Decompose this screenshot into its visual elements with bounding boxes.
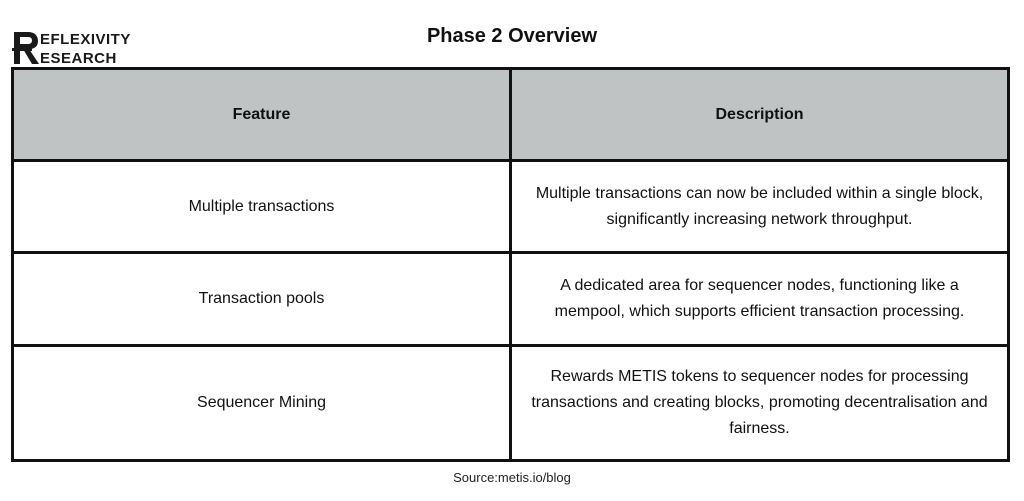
table-cell-description: Rewards METIS tokens to sequencer nodes … — [531, 368, 988, 437]
table-cell-description: Multiple transactions can now be include… — [512, 162, 1007, 254]
logo-line-2: ESEARCH — [40, 50, 117, 67]
table-cell-description: A dedicated area for sequencer nodes, fu… — [512, 254, 1007, 347]
table-cell-feature: Sequencer Mining — [14, 347, 512, 459]
table-cell-feature: Multiple transactions — [14, 162, 512, 254]
table-header-description: Description — [512, 70, 1007, 162]
table-header-feature: Feature — [14, 70, 512, 162]
table-cell-feature: Transaction pools — [14, 254, 512, 347]
logo-line-1: EFLEXIVITY — [40, 31, 131, 48]
overview-table: Feature Description Multiple transaction… — [11, 67, 1010, 462]
logo-bar — [12, 48, 32, 51]
reflexivity-research-logo: EFLEXIVITY ESEARCH — [12, 31, 131, 67]
brand-logo: EFLEXIVITY ESEARCH — [12, 28, 172, 68]
source-caption: Source:metis.io/blog — [453, 470, 571, 485]
page-title: Phase 2 Overview — [426, 25, 598, 47]
